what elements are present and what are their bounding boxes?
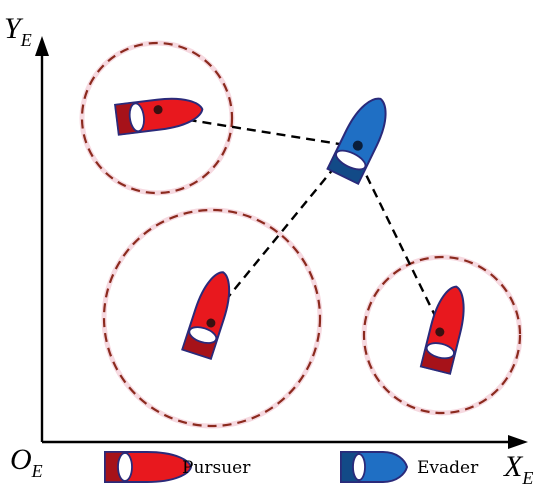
legend-evader-label: Evader xyxy=(417,458,479,478)
capture-range-circle-bottom-left xyxy=(101,207,323,429)
capture-range-circle-top-left xyxy=(79,40,235,196)
pursuer-boat-icon xyxy=(114,93,206,136)
pursuer-boat-icon xyxy=(181,266,239,360)
legend-evader-icon xyxy=(340,451,409,483)
evader-boat-icon xyxy=(326,97,387,185)
line-of-sight-pursuer-2 xyxy=(205,145,353,325)
pursuer-boat-icon xyxy=(419,281,472,375)
origin-label: OE xyxy=(10,443,43,481)
line-of-sight-pursuer-3 xyxy=(350,145,445,333)
x-axis xyxy=(42,435,528,449)
legend: Pursuer Evader xyxy=(104,451,479,483)
x-axis-label: XE xyxy=(503,450,533,488)
capture-range-circle-bottom-right xyxy=(361,254,523,416)
legend-pursuer-icon xyxy=(104,451,192,483)
y-axis xyxy=(35,36,49,442)
y-axis-label: YE xyxy=(4,12,32,50)
legend-pursuer-label: Pursuer xyxy=(182,458,251,478)
